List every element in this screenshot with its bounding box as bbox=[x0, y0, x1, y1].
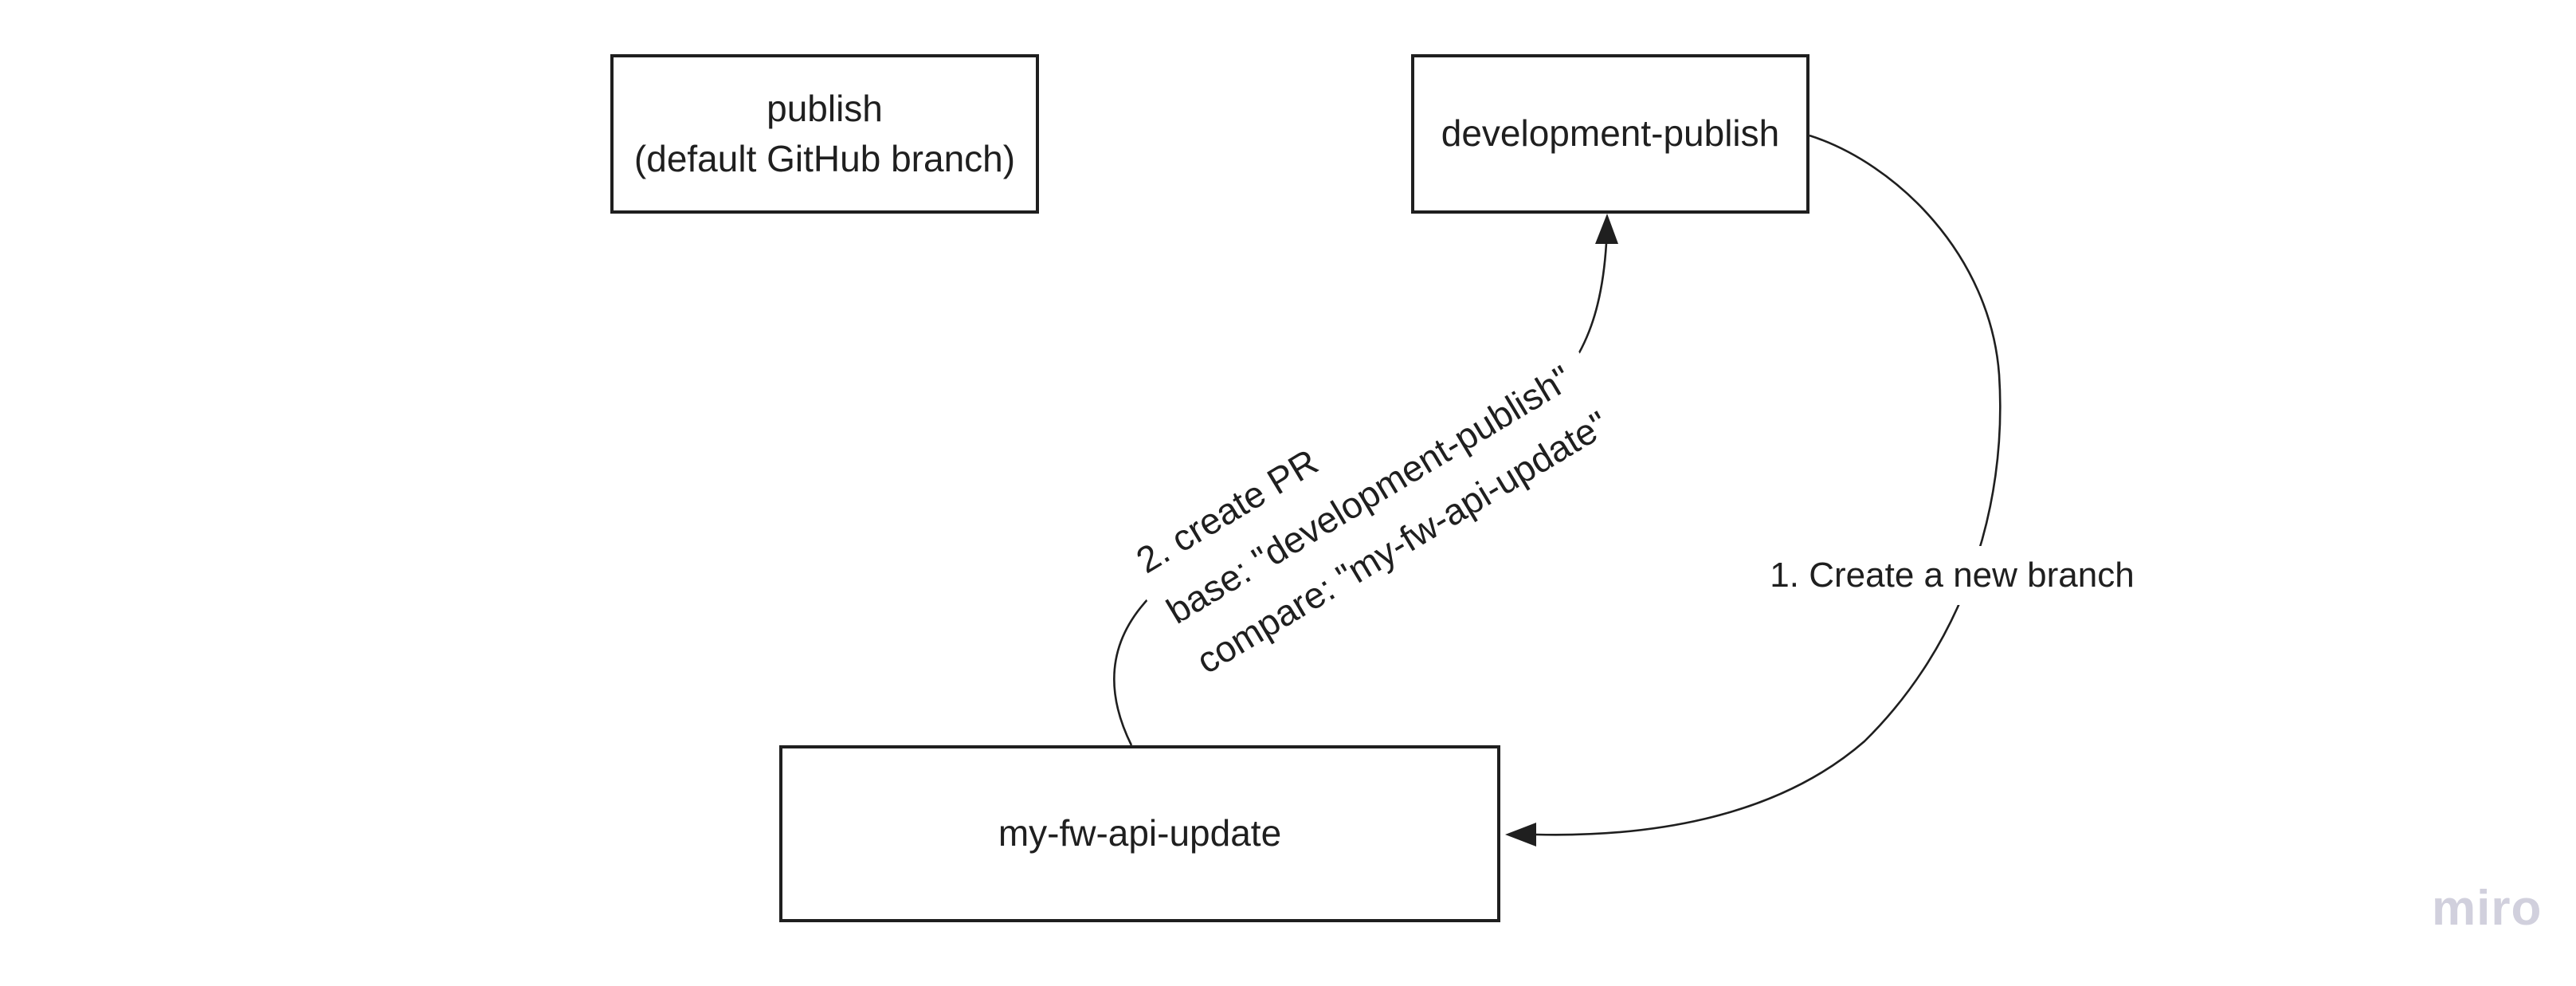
arrowhead-into-development-publish bbox=[1595, 214, 1618, 244]
miro-watermark: miro bbox=[2432, 881, 2543, 936]
node-development-publish-label: development-publish bbox=[1441, 112, 1780, 155]
arrowhead-into-my-fw-api-update bbox=[1505, 823, 1536, 847]
edge-create-branch[interactable] bbox=[1505, 134, 2002, 847]
edge-label-create-branch[interactable]: 1. Create a new branch bbox=[1755, 546, 2149, 605]
node-publish-label-line1: publish bbox=[767, 87, 883, 129]
node-publish-label-line2: (default GitHub branch) bbox=[633, 138, 1016, 179]
node-my-fw-api-update[interactable]: my-fw-api-update bbox=[779, 745, 1500, 922]
node-publish[interactable]: publish (default GitHub branch) bbox=[610, 54, 1039, 214]
node-my-fw-api-update-label: my-fw-api-update bbox=[998, 812, 1282, 854]
node-development-publish[interactable]: development-publish bbox=[1411, 54, 1809, 214]
